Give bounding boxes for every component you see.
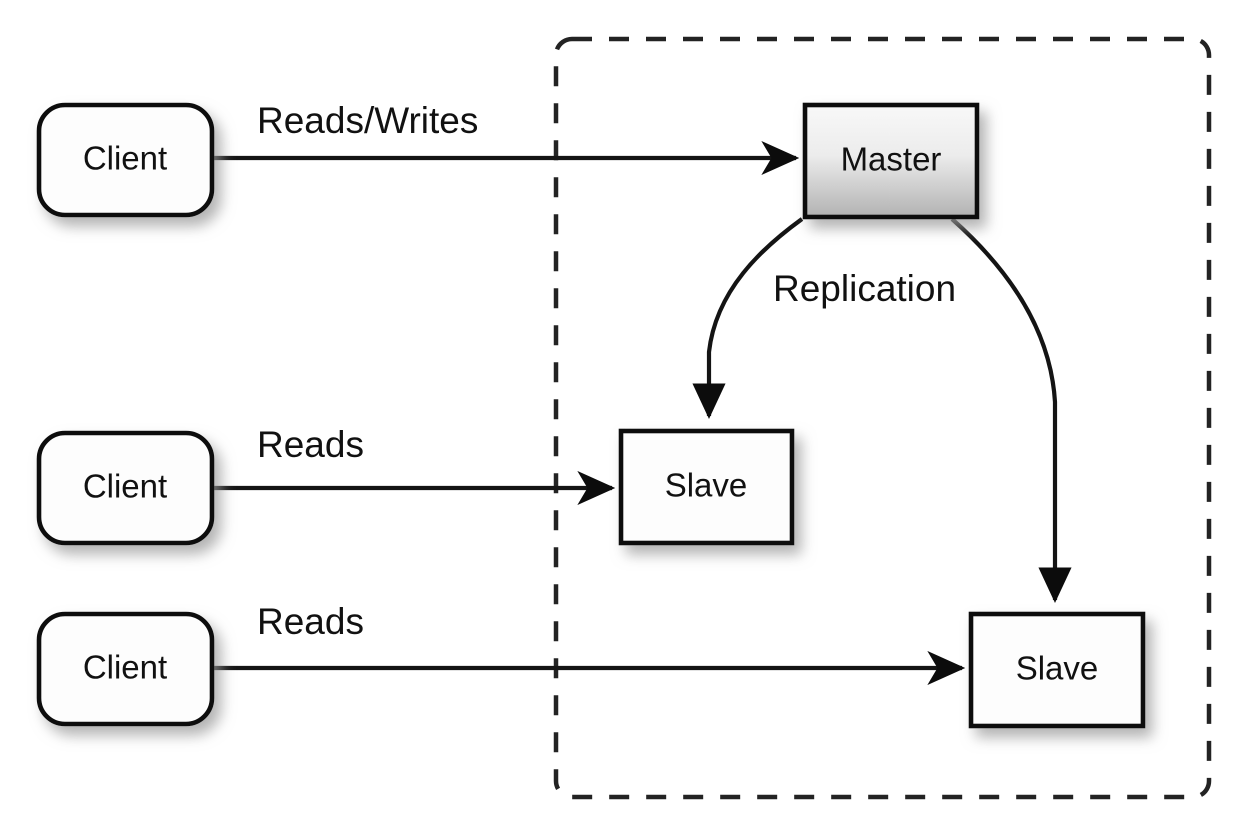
- node-slave-1[interactable]: Slave: [618, 428, 795, 546]
- edge-master-slave2-replication: [950, 217, 1072, 603]
- edge-label-reads-slave1: Reads: [257, 424, 364, 465]
- node-client-1-label: Client: [83, 140, 167, 177]
- node-slave-2-shape: [968, 611, 1146, 729]
- edge-label-reads-slave2: Reads: [257, 601, 364, 642]
- node-master-shape: [802, 102, 980, 220]
- node-slave-1-shape: [618, 428, 795, 546]
- node-master-label: Master: [841, 141, 942, 178]
- replication-cluster-boundary: [553, 36, 1212, 800]
- node-client-1-shape: [36, 102, 215, 218]
- edge-master-slave1-replication: [692, 217, 804, 419]
- node-slave-2-label: Slave: [1016, 650, 1099, 687]
- node-client-3-shape: [36, 611, 215, 727]
- node-client-2[interactable]: Client: [36, 430, 215, 546]
- edge-label-reads-writes: Reads/Writes: [257, 100, 478, 141]
- node-master[interactable]: Master: [802, 102, 980, 220]
- node-slave-2[interactable]: Slave: [968, 611, 1146, 729]
- edge-label-replication: Replication: [773, 268, 956, 309]
- node-client-2-label: Client: [83, 468, 167, 505]
- node-client-2-shape: [36, 430, 215, 546]
- node-slave-1-label: Slave: [665, 467, 748, 504]
- node-client-1[interactable]: Client: [36, 102, 215, 218]
- node-client-3[interactable]: Client: [36, 611, 215, 727]
- node-client-3-label: Client: [83, 649, 167, 686]
